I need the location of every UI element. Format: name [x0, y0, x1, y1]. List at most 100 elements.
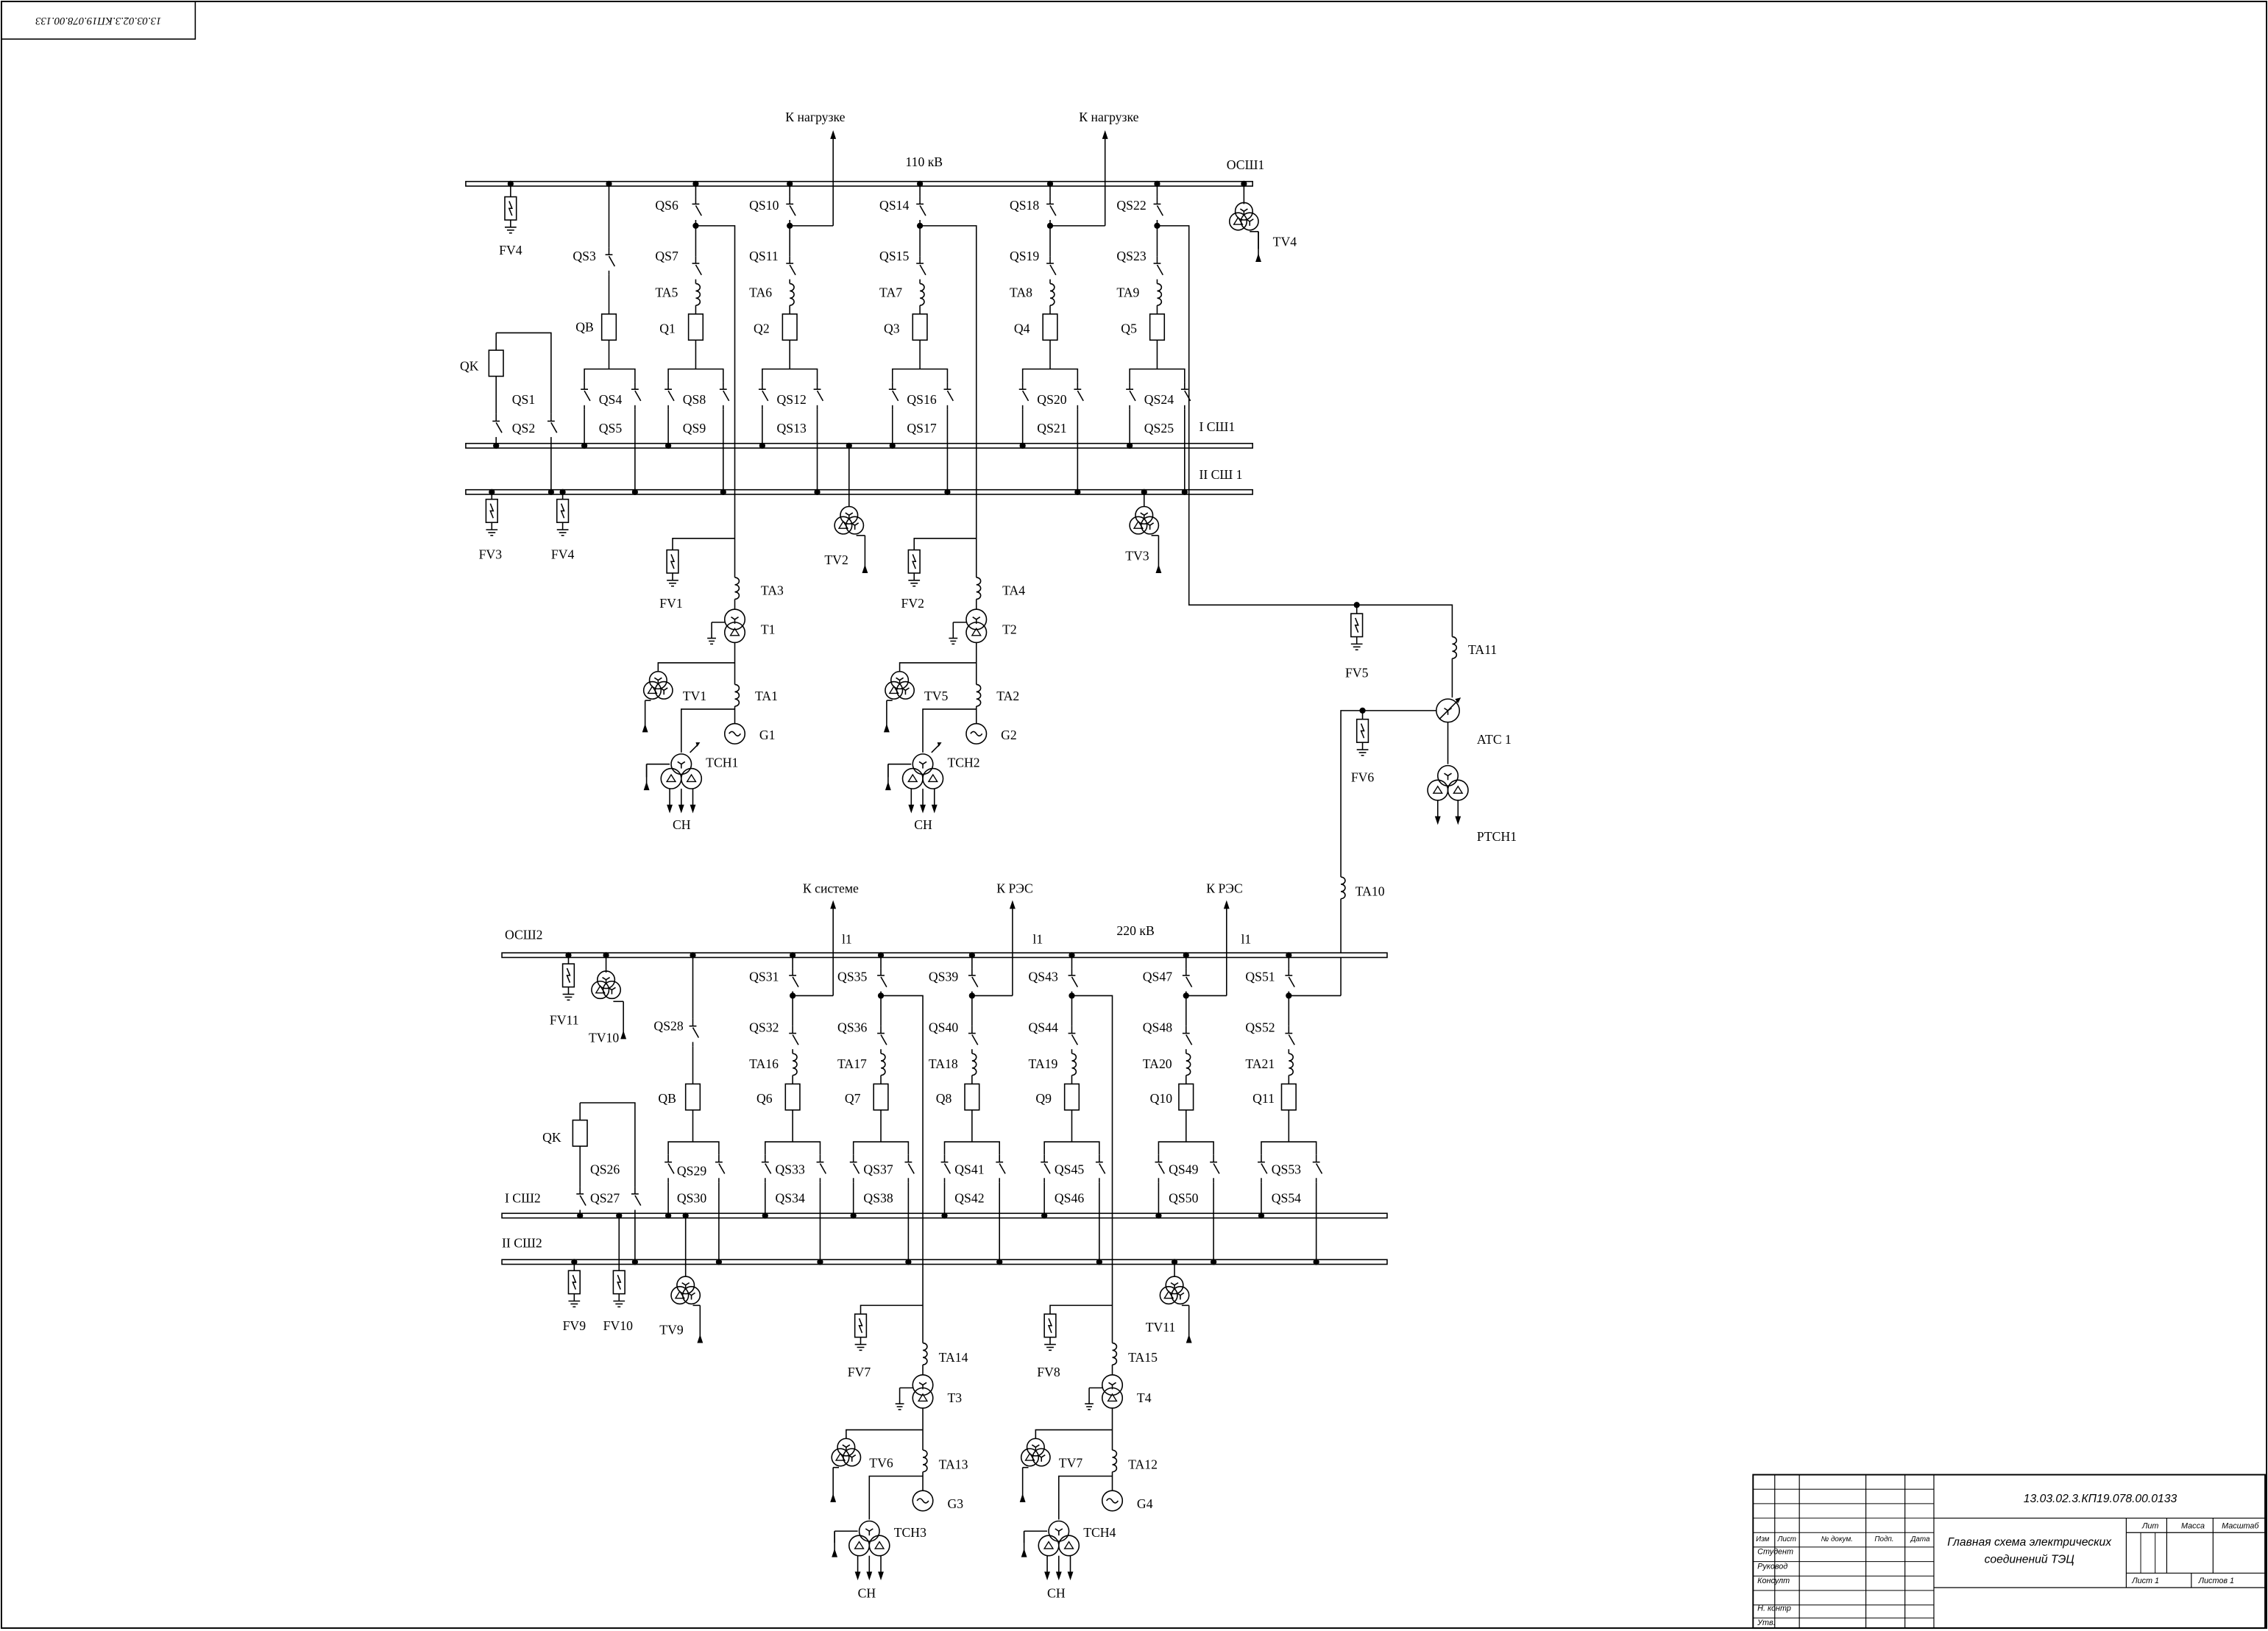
label: T1	[761, 622, 776, 637]
wire	[1129, 390, 1136, 402]
delta	[888, 685, 899, 694]
wire	[762, 390, 769, 402]
wire	[901, 687, 906, 692]
power-transformer	[912, 1374, 934, 1396]
label: ТСН2	[947, 756, 979, 770]
wire	[634, 1195, 642, 1207]
label: Q2	[754, 321, 770, 335]
bus-1-sh1-label: I СШ1	[1199, 419, 1235, 434]
label: QB	[658, 1091, 676, 1106]
arrow	[678, 804, 684, 814]
label: QS19	[1010, 249, 1039, 263]
voltage-transformer	[1135, 505, 1154, 525]
wire	[765, 1163, 772, 1174]
stamp-role: Студент	[1757, 1548, 1793, 1557]
arrow	[1102, 130, 1108, 139]
wire	[896, 677, 901, 681]
circuit-breaker	[600, 313, 617, 341]
label: QS45	[1055, 1162, 1084, 1176]
wire	[1031, 1444, 1036, 1448]
wire	[1261, 1141, 1317, 1155]
circuit-breaker	[687, 313, 704, 341]
delta	[686, 773, 697, 783]
current-transformer	[1112, 1342, 1118, 1365]
voltage-transformer	[1020, 1448, 1040, 1467]
label: QS6	[655, 198, 678, 213]
bus-2-sh1-label: II СШ 1	[1199, 467, 1242, 482]
power-transformer	[723, 622, 746, 644]
wire	[845, 512, 850, 516]
current-transformer	[734, 577, 740, 600]
label: QS34	[776, 1191, 805, 1206]
label: QS33	[776, 1162, 805, 1176]
tsn-transformer	[858, 1520, 880, 1542]
load-label: К нагрузке	[785, 110, 845, 124]
generator-wave	[970, 731, 983, 737]
arrow	[643, 781, 650, 791]
junction-dot	[817, 1259, 823, 1265]
wire	[891, 368, 949, 383]
wire	[907, 1163, 915, 1174]
label: QS30	[677, 1191, 706, 1206]
wire	[667, 1141, 720, 1155]
label: QS23	[1116, 249, 1146, 263]
label: ТСН4	[1083, 1525, 1116, 1540]
stamp-sheets: Листов 1	[2198, 1577, 2234, 1585]
arrow	[885, 781, 891, 791]
label: QS41	[954, 1162, 984, 1176]
label: QS48	[1143, 1020, 1172, 1035]
label: QK	[542, 1130, 561, 1145]
wire	[602, 976, 606, 981]
arrow	[931, 804, 938, 814]
stamp-header: Подп.	[1874, 1535, 1893, 1543]
tsn-transformer	[901, 767, 924, 789]
voltage-transformer	[1165, 1276, 1184, 1295]
wire	[508, 201, 513, 216]
bus-2-sh1	[465, 488, 1253, 495]
stamp-frame	[1752, 1474, 2267, 1630]
label: QS20	[1037, 392, 1066, 407]
stamp-code: 13.03.02.3.КП19.078.00.0133	[2024, 1493, 2177, 1505]
label: QS36	[837, 1020, 867, 1035]
label: СН	[858, 1586, 876, 1601]
wire	[971, 976, 979, 987]
circuit-breaker	[1178, 1083, 1194, 1111]
current-transformer	[1452, 636, 1458, 659]
wire	[1444, 772, 1448, 777]
circuit-breaker	[1042, 313, 1058, 341]
wire	[1058, 1528, 1063, 1532]
current-transformer	[1071, 1053, 1077, 1076]
label: QS26	[590, 1162, 620, 1176]
osh2-bus	[501, 952, 1388, 959]
wire	[880, 976, 887, 987]
power-transformer	[965, 622, 988, 644]
wire	[918, 761, 924, 765]
voltage-transformer	[1026, 1438, 1045, 1457]
label: TA18	[929, 1056, 958, 1071]
voltage-transformer	[1228, 212, 1248, 231]
stamp-header: Лист	[1777, 1535, 1796, 1543]
wire	[913, 538, 977, 550]
wire	[1071, 1034, 1079, 1045]
osh1-bus	[465, 180, 1253, 187]
voltage-transformer	[885, 681, 904, 700]
junction-dot	[665, 1212, 672, 1219]
wire	[1099, 1163, 1106, 1174]
wire	[880, 1034, 887, 1045]
wire	[848, 1454, 853, 1458]
label: QS43	[1029, 970, 1058, 984]
wire	[685, 1282, 690, 1286]
wire	[1077, 390, 1084, 402]
label: Q5	[1121, 321, 1137, 335]
tsn-transformer	[680, 767, 703, 789]
label: G1	[759, 728, 776, 742]
wire	[1157, 225, 1453, 637]
wire	[667, 390, 675, 402]
generator	[723, 722, 746, 745]
label: TA19	[1029, 1056, 1058, 1071]
wire	[634, 390, 642, 402]
stamp-title: соединений ТЭЦ	[1985, 1554, 2074, 1566]
wire	[865, 1528, 870, 1532]
label: G3	[947, 1496, 963, 1511]
